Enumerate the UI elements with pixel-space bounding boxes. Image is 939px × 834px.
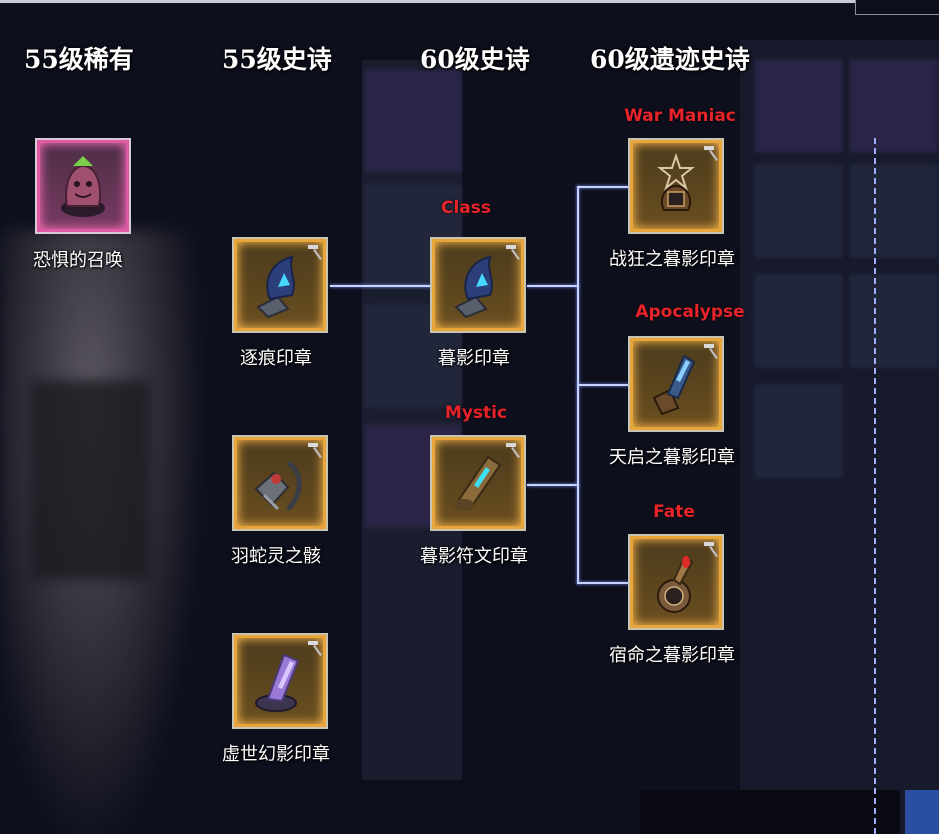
item-slot xyxy=(232,435,328,531)
item-twilight-seal[interactable] xyxy=(430,237,526,333)
hammer-icon xyxy=(506,245,520,260)
bottom-dark-box xyxy=(640,790,900,834)
hammer-icon xyxy=(704,146,718,161)
background-tile xyxy=(755,275,842,367)
item-twilight-rune-seal[interactable] xyxy=(430,435,526,531)
winged-seal-icon xyxy=(256,255,295,319)
hammer-icon xyxy=(506,443,520,458)
hammer-icon xyxy=(308,245,322,260)
blue-tower-seal-icon xyxy=(652,354,696,416)
item-name-trace-seal: 逐痕印章 xyxy=(240,348,312,369)
header-60-epic: 60级史诗 xyxy=(420,45,530,74)
bottom-blue-button xyxy=(905,790,939,834)
connector-line xyxy=(527,484,579,486)
background-tile xyxy=(850,275,937,367)
item-illusion-seal[interactable] xyxy=(232,633,328,729)
background-tile xyxy=(755,385,842,477)
background-tile xyxy=(755,60,842,152)
item-name-summon-of-fear: 恐惧的召唤 xyxy=(33,250,123,271)
hammer-icon xyxy=(308,641,322,656)
item-slot xyxy=(430,237,526,333)
hammer-icon xyxy=(704,344,718,359)
item-war-maniac-twilight-seal[interactable] xyxy=(628,138,724,234)
tag-war-maniac: War Maniac xyxy=(624,106,736,126)
serpent-remains-icon xyxy=(254,460,302,511)
item-slot xyxy=(628,336,724,432)
item-slot xyxy=(35,138,131,234)
item-name-fate-twilight-seal: 宿命之暮影印章 xyxy=(609,645,735,666)
connector-line xyxy=(577,186,629,188)
connector-line xyxy=(577,582,629,584)
background-column xyxy=(362,60,462,780)
item-slot xyxy=(628,138,724,234)
tag-class: Class xyxy=(440,198,491,218)
winged-seal-icon xyxy=(454,255,493,319)
item-summon-of-fear[interactable] xyxy=(35,138,131,234)
crystal-seal-icon xyxy=(255,653,300,712)
item-name-twilight-seal: 暮影印章 xyxy=(438,348,510,369)
background-tile xyxy=(755,165,842,257)
top-bar xyxy=(0,0,939,3)
connector-line xyxy=(527,285,579,287)
item-slot xyxy=(628,534,724,630)
header-55-epic: 55级史诗 xyxy=(222,45,332,74)
background-tile xyxy=(850,60,937,152)
rune-seal-icon xyxy=(454,455,502,511)
item-name-apocalypse-twilight-seal: 天启之暮影印章 xyxy=(609,447,735,468)
tag-apocalypse: Apocalypse xyxy=(635,302,745,322)
hammer-icon xyxy=(308,443,322,458)
item-name-illusion-seal: 虚世幻影印章 xyxy=(222,744,330,765)
hammer-icon xyxy=(704,542,718,557)
item-feather-serpent-remains[interactable] xyxy=(232,435,328,531)
star-lantern-seal-icon xyxy=(657,152,695,211)
item-fate-twilight-seal[interactable] xyxy=(628,534,724,630)
header-60-relic-epic: 60级遗迹史诗 xyxy=(590,45,750,74)
item-apocalypse-twilight-seal[interactable] xyxy=(628,336,724,432)
item-name-twilight-rune-seal: 暮影符文印章 xyxy=(420,546,528,567)
item-name-war-maniac-twilight-seal: 战狂之暮影印章 xyxy=(609,249,735,270)
character-shadow xyxy=(30,380,150,580)
red-gem-seal-icon xyxy=(657,556,694,613)
item-trace-seal[interactable] xyxy=(232,237,328,333)
header-55-rare: 55级稀有 xyxy=(24,45,134,74)
background-tile xyxy=(365,70,461,172)
background-tile xyxy=(850,165,937,257)
connector-line xyxy=(577,384,629,386)
tag-mystic: Mystic xyxy=(444,403,508,423)
item-slot xyxy=(430,435,526,531)
tag-fate: Fate xyxy=(653,502,695,522)
fear-idol-icon xyxy=(61,156,105,217)
item-name-feather-serpent-remains: 羽蛇灵之骸 xyxy=(231,546,321,567)
top-right-box xyxy=(855,0,939,15)
dashed-divider xyxy=(874,138,876,834)
item-slot xyxy=(232,633,328,729)
connector-line xyxy=(330,285,434,287)
item-slot xyxy=(232,237,328,333)
